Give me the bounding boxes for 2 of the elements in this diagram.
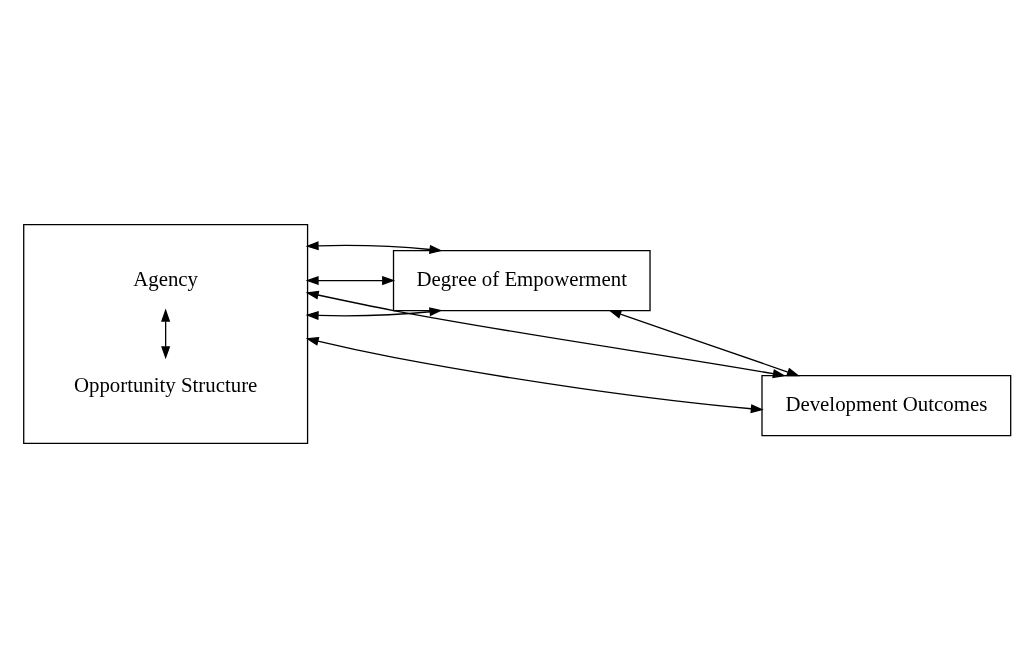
node-text: Agency bbox=[133, 266, 199, 291]
node-text: Opportunity Structure bbox=[73, 373, 258, 398]
